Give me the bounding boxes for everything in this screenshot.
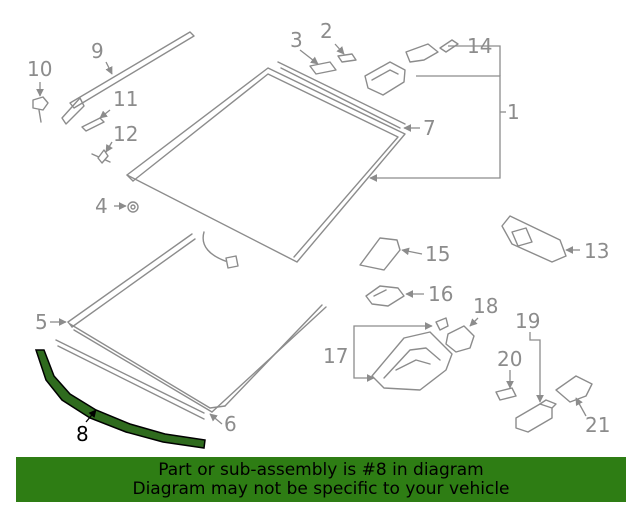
callout-11: 11 xyxy=(113,87,138,111)
cover-20 xyxy=(495,387,517,401)
lower-molding-6 xyxy=(55,339,205,420)
parts-diagram: 1 2 3 4 5 6 7 8 9 10 11 12 13 14 15 16 1… xyxy=(27,19,610,449)
callout-labels: 1 2 3 4 5 6 7 8 9 10 11 12 13 14 15 16 1… xyxy=(27,19,610,446)
banner-line-1: Part or sub-assembly is #8 in diagram xyxy=(158,460,484,480)
bolt-12 xyxy=(91,149,111,164)
housing-17 xyxy=(371,317,453,391)
callout-9: 9 xyxy=(91,39,104,63)
cover-15 xyxy=(359,237,401,271)
callout-17: 17 xyxy=(323,344,348,368)
callout-20: 20 xyxy=(497,347,522,371)
bracket-18 xyxy=(445,325,475,353)
banner-line-2: Diagram may not be specific to your vehi… xyxy=(132,479,510,499)
spacer-2 xyxy=(337,53,357,63)
clip-10 xyxy=(32,96,49,123)
callout-15: 15 xyxy=(425,242,450,266)
bracket-14 xyxy=(364,39,459,96)
dam-5 xyxy=(67,233,327,413)
leader-lines xyxy=(36,43,587,425)
upper-molding xyxy=(277,61,406,129)
nut-4 xyxy=(127,201,139,213)
callout-10: 10 xyxy=(27,57,52,81)
windshield-glass xyxy=(126,67,406,263)
callout-3: 3 xyxy=(290,28,303,52)
mirror-13 xyxy=(501,215,567,263)
callout-4: 4 xyxy=(95,194,108,218)
callout-18: 18 xyxy=(473,294,498,318)
callout-16: 16 xyxy=(428,282,453,306)
callout-21: 21 xyxy=(585,413,610,437)
callout-5: 5 xyxy=(35,310,48,334)
callout-19: 19 xyxy=(515,309,540,333)
side-molding xyxy=(61,31,195,125)
spacer-3 xyxy=(309,61,337,75)
bracket-21 xyxy=(555,375,593,403)
callout-12: 12 xyxy=(113,122,138,146)
info-banner: Part or sub-assembly is #8 in diagram Di… xyxy=(16,457,626,502)
sensor-19 xyxy=(515,399,557,433)
callout-8: 8 xyxy=(76,422,89,446)
callout-1: 1 xyxy=(507,100,520,124)
harness xyxy=(202,231,239,269)
callout-6: 6 xyxy=(224,412,237,436)
callout-14: 14 xyxy=(467,34,492,58)
part-8-highlighted[interactable] xyxy=(34,349,206,449)
tape-11 xyxy=(81,117,105,132)
callout-13: 13 xyxy=(584,239,609,263)
callout-2: 2 xyxy=(320,19,333,43)
bracket-16 xyxy=(365,285,405,307)
callout-7: 7 xyxy=(423,116,436,140)
